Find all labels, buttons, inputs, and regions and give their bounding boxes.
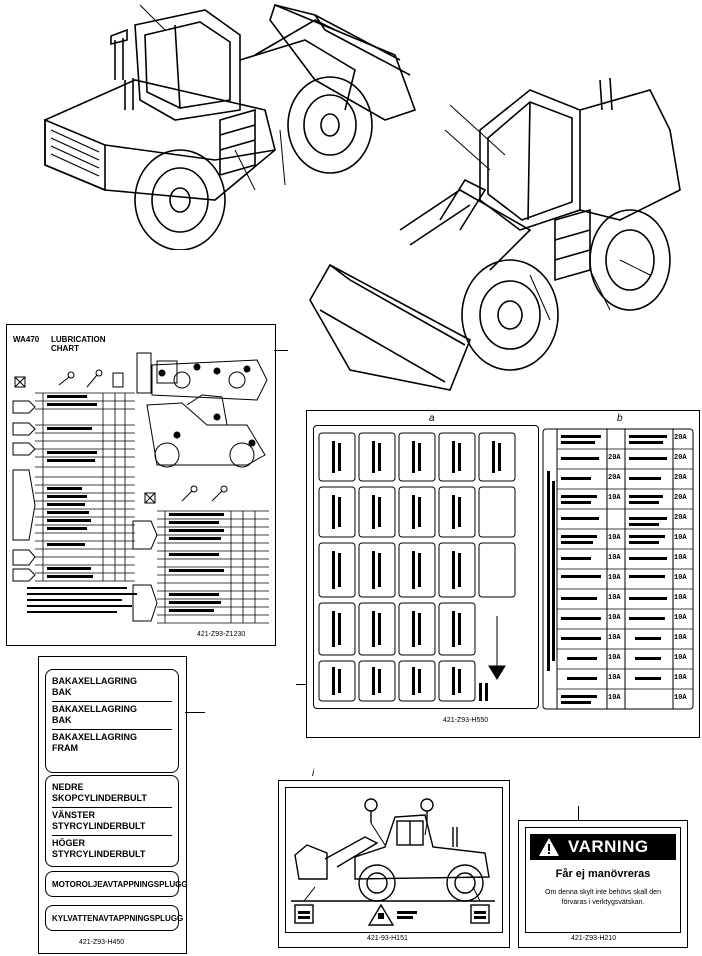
chart-part-number: 421-Z93-Z1230 bbox=[197, 631, 246, 638]
amp-rating: 20A bbox=[674, 434, 687, 442]
lubrication-chart-graphics bbox=[12, 352, 269, 624]
amp-rating: 10A bbox=[674, 594, 687, 602]
swedish-label-sheet: BAKAXELLAGRING BAK BAKAXELLAGRING BAK BA… bbox=[38, 656, 188, 954]
loader-decal-frame bbox=[285, 787, 503, 933]
label-group-axle-bearings: BAKAXELLAGRING BAK BAKAXELLAGRING BAK BA… bbox=[45, 669, 179, 773]
fuse-rating-table bbox=[557, 429, 693, 709]
label-coolant-drain-plug: KYLVATTENAVTAPPNINGSPLUGG bbox=[45, 905, 183, 931]
amp-rating: 20A bbox=[608, 474, 621, 482]
amp-rating: 10A bbox=[608, 634, 621, 642]
fuse-rating-table-lines bbox=[557, 435, 693, 704]
loader-illustration-front-view bbox=[290, 70, 700, 410]
chart-title-line1: LUBRICATION bbox=[51, 335, 106, 344]
chart-title-line2: CHART bbox=[51, 344, 79, 353]
amp-rating: 10A bbox=[674, 674, 687, 682]
warning-subheading: Får ej manövreras bbox=[555, 868, 651, 880]
warning-body: Om denna skylt inte behövs skall den för… bbox=[545, 889, 661, 906]
label-item: HÖGER STYRCYLINDERBULT bbox=[52, 838, 146, 859]
amp-rating: 10A bbox=[608, 674, 621, 682]
fuse-grid-graphics bbox=[318, 428, 694, 710]
label-group-cylinder-pins: NEDRE SKOPCYLINDERBULT VÄNSTER STYRCYLIN… bbox=[45, 775, 179, 867]
amp-rating: 10A bbox=[674, 694, 687, 702]
loader-lubrication-decal: 421-93-H151 bbox=[278, 780, 510, 948]
label-item: VÄNSTER STYRCYLINDERBULT bbox=[52, 808, 172, 836]
amp-rating: 10A bbox=[608, 554, 621, 562]
label-item: BAKAXELLAGRING BAK bbox=[52, 702, 172, 730]
warning-triangle-icon bbox=[539, 838, 559, 856]
warning-header-bar: VARNING bbox=[530, 834, 676, 860]
callout-a: a bbox=[429, 413, 435, 424]
warning-decal-part-number: 421-Z93-H210 bbox=[571, 935, 617, 942]
fuse-grid-frame bbox=[313, 425, 539, 709]
amp-rating: 20A bbox=[608, 454, 621, 462]
label-item: NEDRE SKOPCYLINDERBULT bbox=[52, 780, 172, 808]
amp-rating: 20A bbox=[674, 474, 687, 482]
amp-rating: 10A bbox=[674, 554, 687, 562]
loader-illustration-rear-view bbox=[15, 0, 435, 250]
fuse-panel-decal: 20A 20A 10A 10A 10A 10A 10A 10A 10A 10A … bbox=[306, 410, 700, 738]
chart-model: WA470 bbox=[13, 335, 40, 344]
amp-rating: 10A bbox=[608, 574, 621, 582]
callout-b: b bbox=[617, 413, 623, 424]
label-item: BAKAXELLAGRING FRAM bbox=[52, 732, 137, 753]
loader-decal-part-number: 421-93-H151 bbox=[367, 935, 408, 942]
warning-decal-leader-line bbox=[578, 806, 579, 820]
label-sheet-leader-line bbox=[185, 712, 205, 713]
amp-rating: 20A bbox=[674, 494, 687, 502]
label-engine-oil-drain-plug: MOTOROLJEAVTAPPNINGSPLUGG bbox=[45, 871, 188, 897]
lubrication-chart: WA470 LUBRICATION CHART bbox=[6, 324, 276, 646]
amp-rating: 10A bbox=[608, 534, 621, 542]
fuse-amp-column-left: 20A 20A 10A 10A 10A 10A 10A 10A 10A 10A … bbox=[607, 429, 625, 709]
chart-leader-line bbox=[274, 350, 288, 351]
warning-decal-frame: VARNING Får ej manövreras Om denna skylt… bbox=[525, 827, 681, 933]
amp-rating: 20A bbox=[674, 514, 687, 522]
amp-rating: 10A bbox=[674, 534, 687, 542]
amp-rating: 10A bbox=[608, 594, 621, 602]
amp-rating: 10A bbox=[608, 654, 621, 662]
fuse-panel-leader-line bbox=[296, 684, 306, 685]
warning-decal: VARNING Får ej manövreras Om denna skylt… bbox=[518, 820, 688, 948]
amp-rating: 10A bbox=[608, 494, 621, 502]
amp-rating: 10A bbox=[608, 614, 621, 622]
amp-rating: 10A bbox=[674, 574, 687, 582]
warning-heading: VARNING bbox=[568, 837, 649, 856]
fuse-amp-column-right: 20A 20A 20A 20A 20A 10A 10A 10A 10A 10A … bbox=[673, 429, 693, 709]
amp-rating: 10A bbox=[608, 694, 621, 702]
amp-rating: 10A bbox=[674, 614, 687, 622]
amp-rating: 20A bbox=[674, 454, 687, 462]
callout-i: i bbox=[312, 768, 315, 779]
label-item: BAKAXELLAGRING BAK bbox=[52, 674, 172, 702]
fuse-panel-part-number: 421-Z93-H550 bbox=[443, 717, 489, 724]
amp-rating: 10A bbox=[674, 634, 687, 642]
amp-rating: 10A bbox=[674, 654, 687, 662]
label-sheet-part-number: 421-Z93-H450 bbox=[79, 939, 125, 946]
loader-decal-graphics bbox=[291, 798, 495, 926]
